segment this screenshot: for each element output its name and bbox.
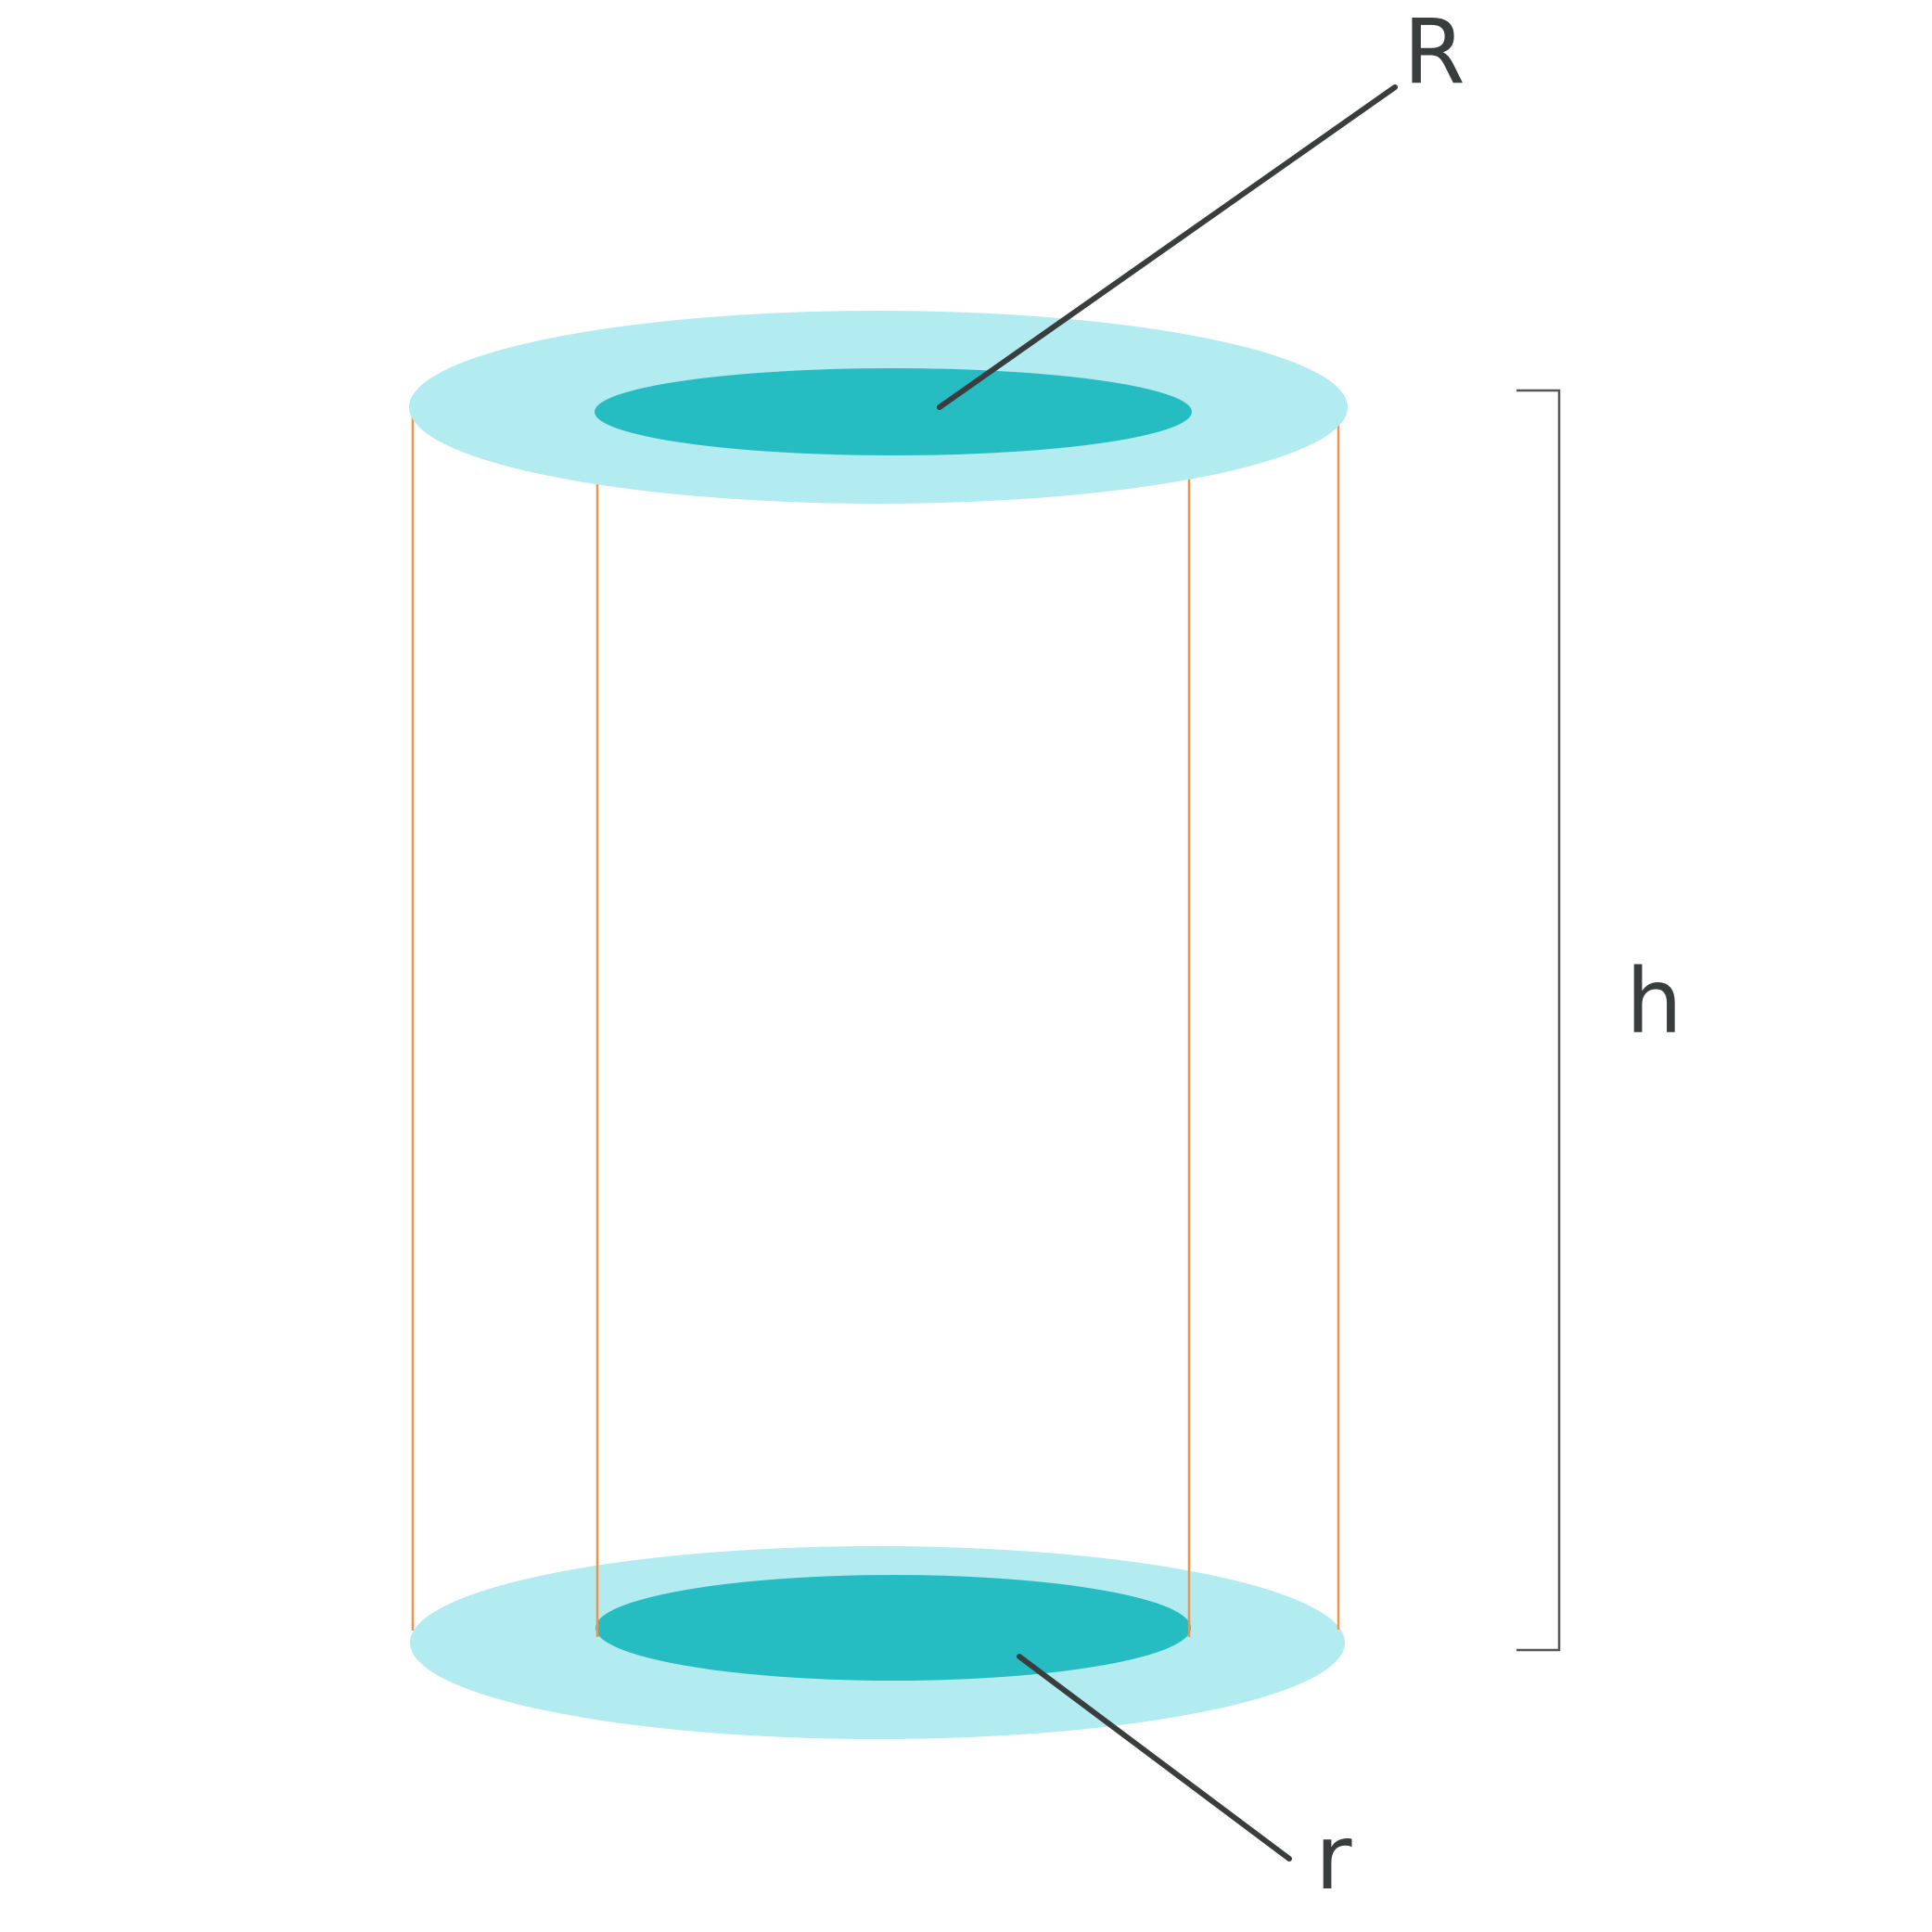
inner-radius-label: r xyxy=(1315,1806,1352,1910)
height-label: h xyxy=(1626,950,1683,1054)
inner-radius-leader-line xyxy=(1017,1654,1292,1862)
outer-radius-leader-line xyxy=(937,84,1398,410)
outer-radius-label: R xyxy=(1403,0,1465,104)
bottom-inner-ellipse xyxy=(595,1575,1191,1681)
top-inner-ellipse xyxy=(595,368,1192,455)
height-bracket xyxy=(1516,389,1561,1652)
